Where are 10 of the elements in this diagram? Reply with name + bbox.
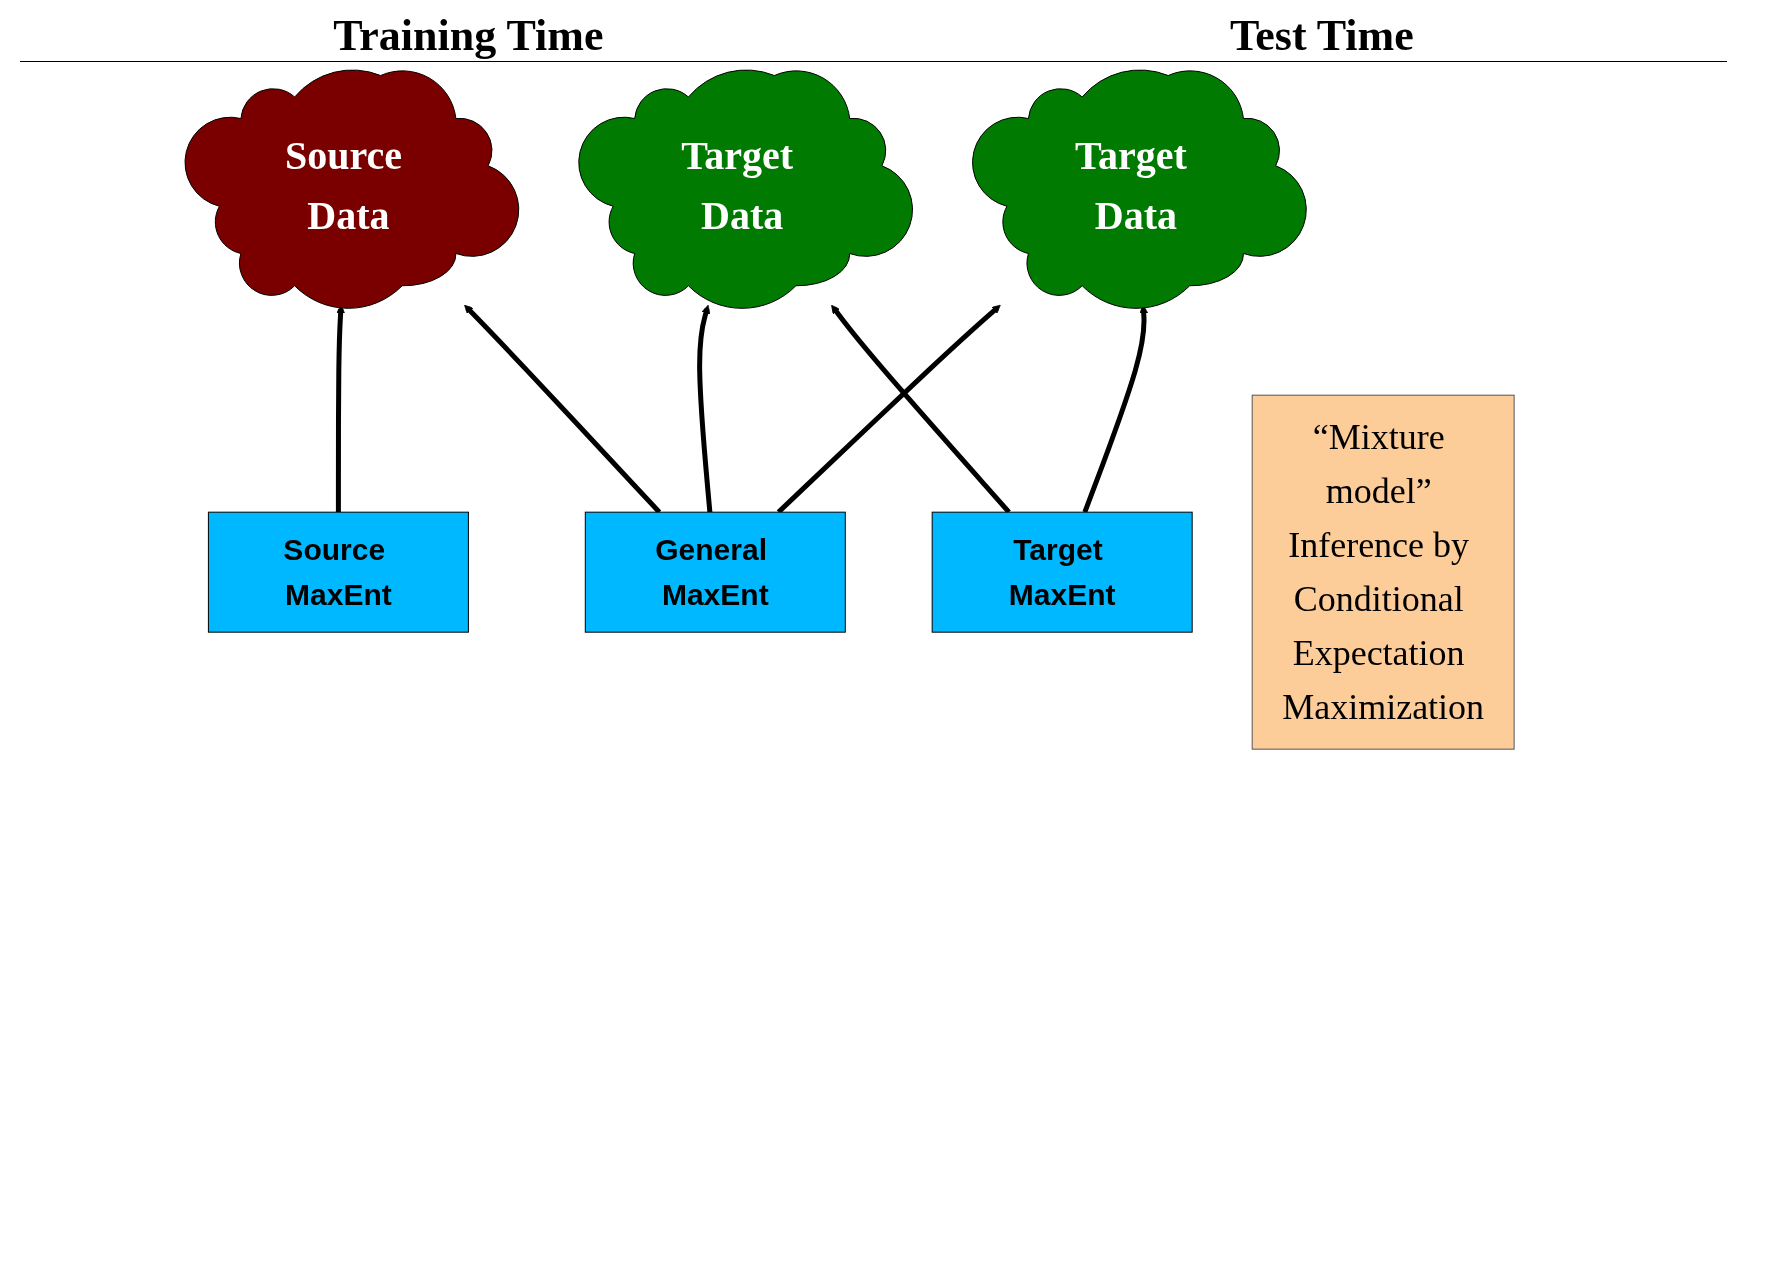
node-box: “Mixture model” Inference by Conditional Expectation Maximization: [1252, 394, 1516, 750]
arrow: [464, 304, 662, 514]
arrow: [777, 304, 1002, 514]
section-heading: Training Time: [333, 10, 604, 61]
arrow: [831, 304, 1012, 514]
node-box: General MaxEnt: [585, 511, 847, 633]
node-box: Source MaxEnt: [208, 511, 470, 633]
arrow: [697, 304, 713, 513]
node-box: Target MaxEnt: [932, 511, 1194, 633]
section-heading: Test Time: [1229, 10, 1414, 61]
